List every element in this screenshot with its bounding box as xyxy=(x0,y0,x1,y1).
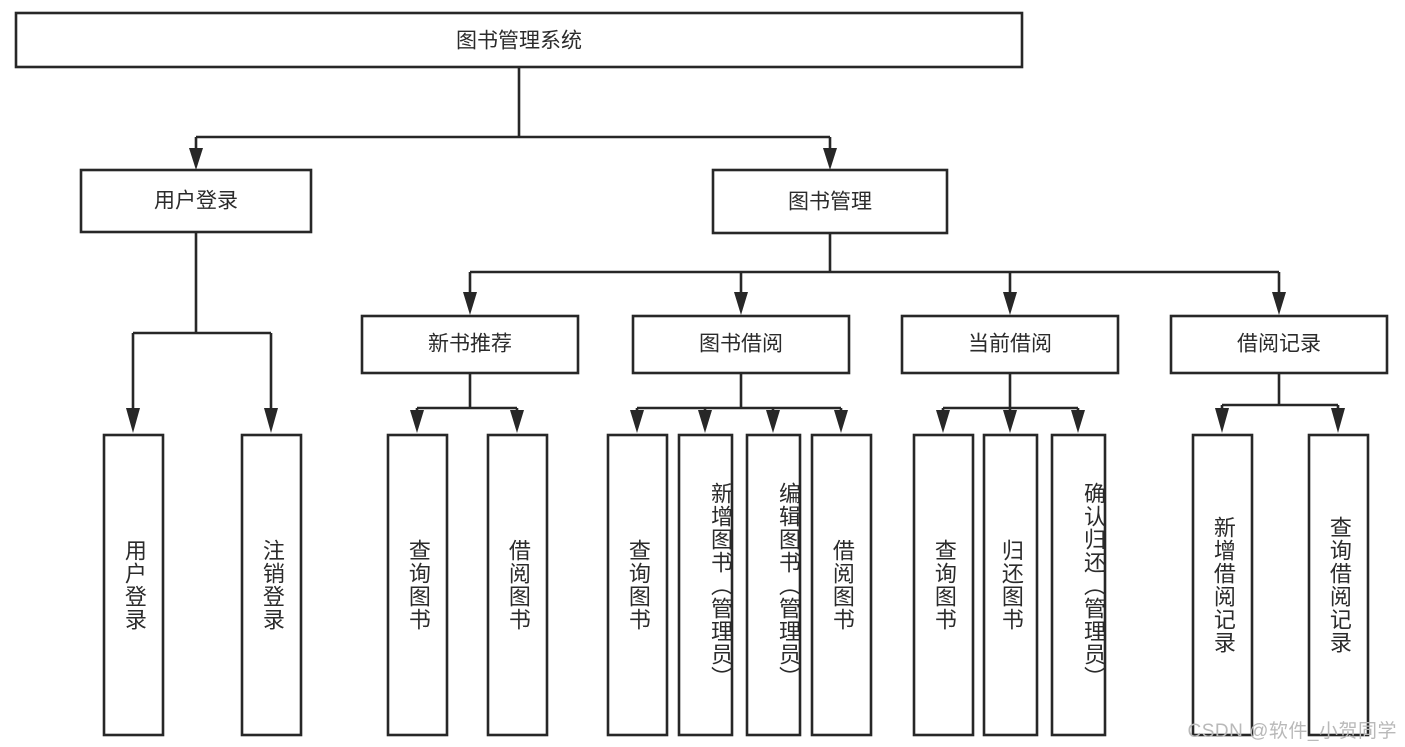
arrow-root-to-book-manage xyxy=(823,148,837,170)
arrow-to-new-book-recommend xyxy=(463,292,477,315)
arrow-to-current-borrow xyxy=(1003,292,1017,315)
node-user-login-label: 用户登录 xyxy=(154,190,238,213)
node-root-box[interactable] xyxy=(14,11,1024,69)
node-borrow-record-box[interactable] xyxy=(1169,314,1389,375)
arrow-book-borrow-leaf-4 xyxy=(834,410,848,433)
node-root-label: 图书管理系统 xyxy=(456,30,582,53)
leaf-box-book-borrow-1[interactable] xyxy=(606,433,669,737)
arrow-borrow-record-leaf-2 xyxy=(1331,408,1345,433)
node-new-book-recommend-box[interactable] xyxy=(360,314,580,375)
node-new-book-recommend-label: 新书推荐 xyxy=(428,333,512,356)
leaf-box-book-borrow-4[interactable] xyxy=(810,433,873,737)
arrow-book-borrow-leaf-2 xyxy=(698,410,712,433)
leaf-box-current-borrow-3[interactable] xyxy=(1050,433,1107,737)
arrow-new-book-leaf-1 xyxy=(410,410,424,433)
arrow-book-borrow-leaf-3 xyxy=(766,410,780,433)
leaf-box-book-borrow-3[interactable] xyxy=(745,433,802,737)
arrow-user-login-leaf-2 xyxy=(264,408,278,433)
node-current-borrow-box[interactable] xyxy=(900,314,1120,375)
leaf-box-user-login-1[interactable] xyxy=(102,433,165,737)
nodes xyxy=(14,11,1389,737)
leaf-box-current-borrow-2[interactable] xyxy=(982,433,1039,737)
arrow-root-to-user-login xyxy=(189,148,203,170)
arrow-current-borrow-leaf-3 xyxy=(1071,410,1085,433)
node-borrow-record-label: 借阅记录 xyxy=(1237,333,1321,356)
leaf-box-new-book-1[interactable] xyxy=(386,433,449,737)
arrow-to-borrow-record xyxy=(1272,292,1286,315)
node-user-login-box[interactable] xyxy=(79,168,313,234)
leaf-box-current-borrow-1[interactable] xyxy=(912,433,975,737)
node-book-manage-box[interactable] xyxy=(711,168,949,235)
arrow-borrow-record-leaf-1 xyxy=(1215,408,1229,433)
arrow-current-borrow-leaf-2 xyxy=(1003,410,1017,433)
leaf-box-book-borrow-2[interactable] xyxy=(677,433,734,737)
node-book-borrow-box[interactable] xyxy=(631,314,851,375)
arrow-new-book-leaf-2 xyxy=(510,410,524,433)
node-book-borrow-label: 图书借阅 xyxy=(699,333,783,356)
csdn-watermark: CSDN @软件_小贺同学 xyxy=(1187,721,1397,742)
arrow-book-borrow-leaf-1 xyxy=(630,410,644,433)
leaf-box-borrow-record-2[interactable] xyxy=(1307,433,1370,737)
horizontal-labels: 图书管理系统 用户登录 图书管理 新书推荐 图书借阅 当前借阅 借阅记录 xyxy=(154,30,1321,356)
leaf-box-user-login-2[interactable] xyxy=(240,433,303,737)
arrow-user-login-leaf-1 xyxy=(126,408,140,433)
leaf-box-new-book-2[interactable] xyxy=(486,433,549,737)
arrow-to-book-borrow xyxy=(734,292,748,315)
leaf-box-borrow-record-1[interactable] xyxy=(1191,433,1254,737)
arrow-current-borrow-leaf-1 xyxy=(936,410,950,433)
node-current-borrow-label: 当前借阅 xyxy=(968,333,1052,356)
node-book-manage-label: 图书管理 xyxy=(788,191,872,214)
connectors xyxy=(126,67,1345,433)
